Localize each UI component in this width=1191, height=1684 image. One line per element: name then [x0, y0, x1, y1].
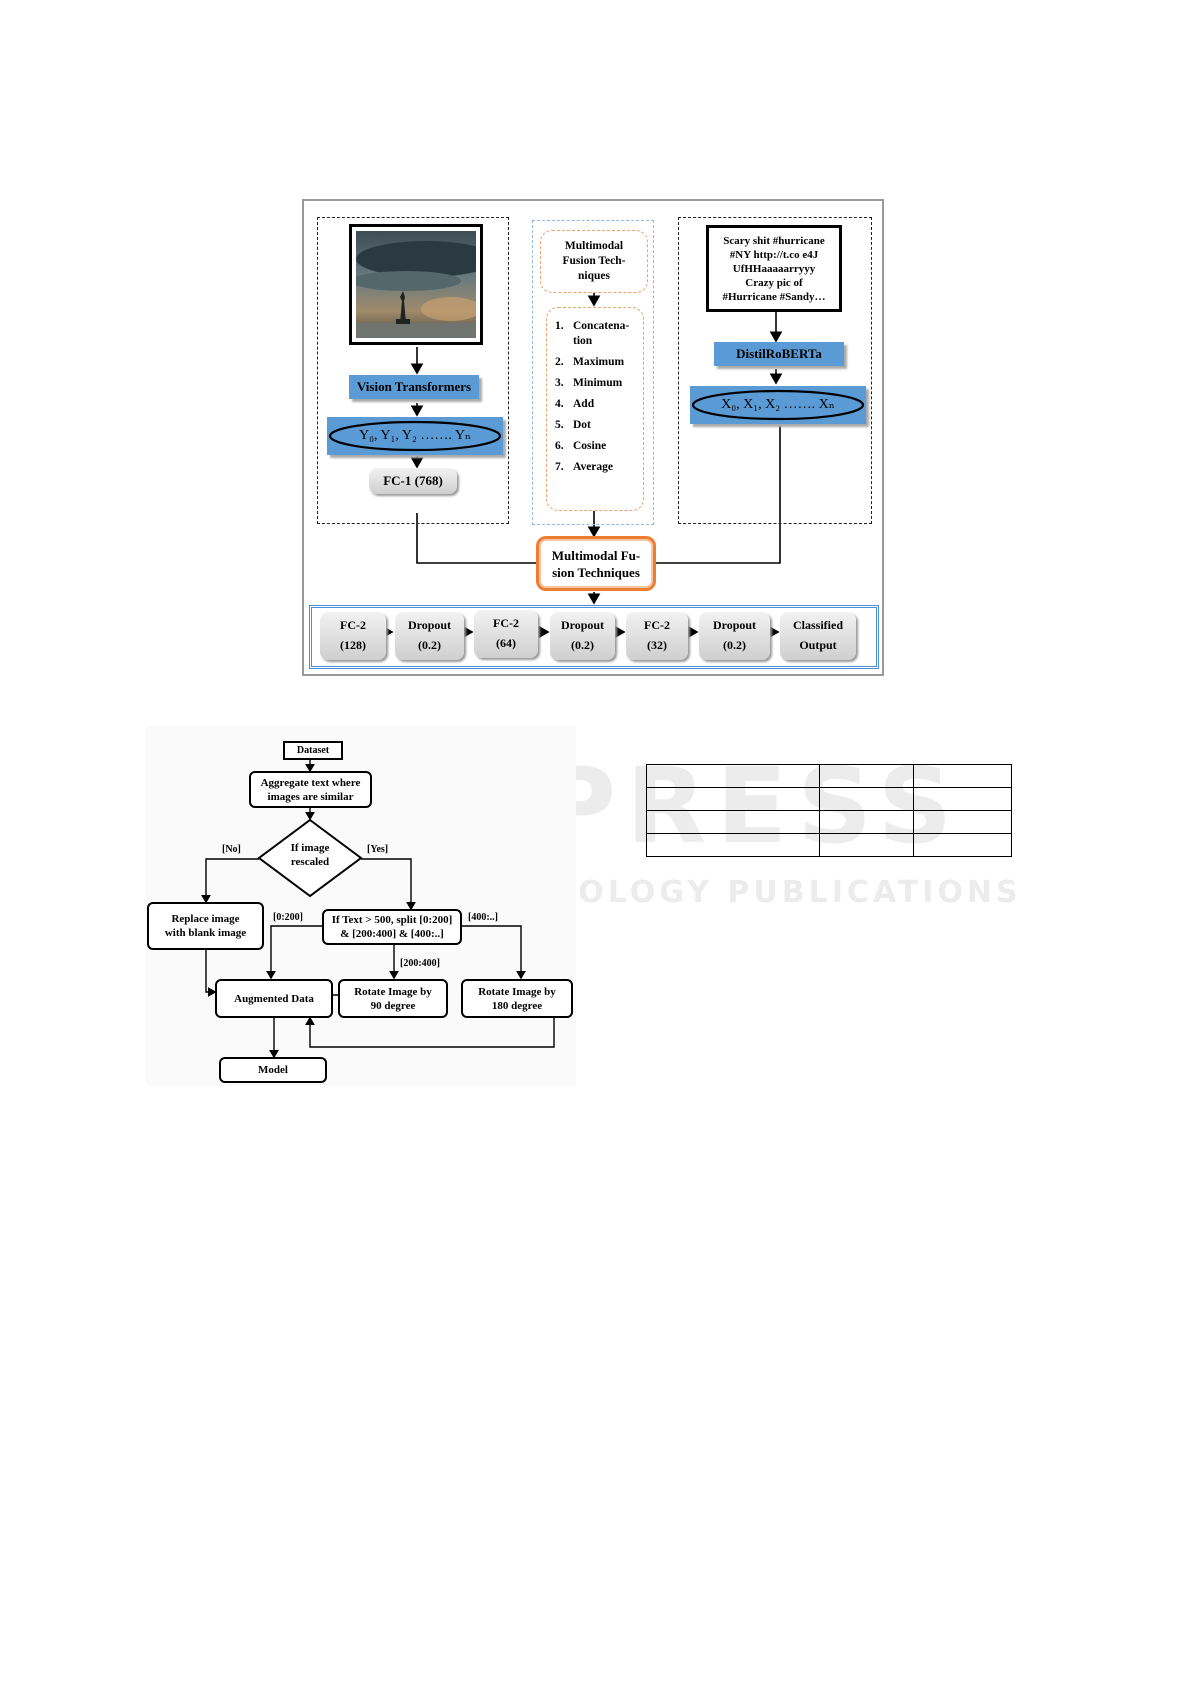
pipeline-node-line: FC-2 [320, 615, 386, 635]
pipeline-node-line: FC-2 [474, 613, 538, 633]
table-row [647, 811, 1012, 834]
node-line: 180 degree [492, 999, 542, 1013]
fc1-node: FC-1 (768) [369, 468, 457, 494]
table-cell [820, 765, 914, 788]
technique-item: 3.Minimum [555, 373, 643, 394]
tweet-line: Crazy pic of [709, 276, 839, 290]
table-cell [647, 811, 820, 834]
node-line: Replace image [171, 912, 239, 926]
node-line: Rotate Image by [354, 985, 432, 999]
node-line: & [200:400] & [400:..] [340, 927, 444, 941]
pipeline-node-line: Dropout [699, 615, 770, 635]
fusion-title-box: Multimodal Fusion Tech- niques [540, 230, 648, 293]
pipeline-fc2-32-node: FC-2 (32) [626, 612, 688, 660]
augmented-data-node: Augmented Data [215, 979, 333, 1018]
node-line: Rotate Image by [478, 985, 556, 999]
node-line: images are similar [268, 790, 354, 804]
pipeline-dropout-node: Dropout (0.2) [550, 612, 615, 660]
table-cell [820, 811, 914, 834]
tweet-line: Scary shit #hurricane [709, 234, 839, 248]
dataset-node: Dataset [283, 741, 343, 760]
fusion-title-line-3: niques [541, 269, 647, 284]
augmentation-flowchart: Dataset Aggregate text where images are … [146, 726, 576, 1086]
pipeline-node-line: (0.2) [550, 635, 615, 655]
pipeline-dropout-node: Dropout (0.2) [395, 612, 464, 660]
table-cell [820, 834, 914, 857]
storm-photo-image [356, 231, 476, 338]
image-features-label: Y₀, Y₁, Y₂ ……. Yₙ [327, 427, 503, 444]
fusion-node-line-1: Multimodal Fu- [539, 547, 653, 564]
tweet-line: #Hurricane #Sandy… [709, 290, 839, 304]
fusion-techniques-list: 1.Concatena- tion 2.Maximum 3.Minimum 4.… [546, 307, 644, 511]
aggregate-text-node: Aggregate text where images are similar [249, 771, 372, 808]
distilroberta-box: DistilRoBERTa [714, 342, 844, 366]
node-line: If Text > 500, split [0:200] [332, 913, 453, 927]
table-cell [914, 811, 1012, 834]
rotate-180-node: Rotate Image by 180 degree [461, 979, 573, 1018]
input-tweet-box: Scary shit #hurricane #NY http://t.co e4… [706, 225, 842, 312]
table-cell [914, 788, 1012, 811]
technique-item: 5.Dot [555, 415, 643, 436]
no-branch-label: [No] [222, 844, 241, 855]
technique-item: 7.Average [555, 457, 643, 478]
input-image-frame [349, 224, 483, 345]
pipeline-node-line: (0.2) [699, 635, 770, 655]
split-text-node: If Text > 500, split [0:200] & [200:400]… [322, 909, 462, 945]
model-node: Model [219, 1057, 327, 1083]
technique-item: 6.Cosine [555, 436, 643, 457]
table-cell [914, 765, 1012, 788]
multimodal-architecture-figure: Vision Transformers Y₀, Y₁, Y₂ ……. Yₙ FC… [302, 199, 884, 676]
table-cell [820, 788, 914, 811]
pipeline-node-line: (32) [626, 635, 688, 655]
node-line: Aggregate text where [261, 776, 361, 790]
pipeline-fc2-128-node: FC-2 (128) [320, 612, 386, 660]
table-row [647, 765, 1012, 788]
technique-item: 2.Maximum [555, 352, 643, 373]
pipeline-node-line: Output [780, 635, 856, 655]
replace-image-node: Replace image with blank image [147, 902, 264, 950]
yes-branch-label: [Yes] [367, 844, 388, 855]
empty-results-table [646, 764, 1012, 857]
pipeline-dropout-node: Dropout (0.2) [699, 612, 770, 660]
pipeline-fc2-64-node: FC-2 (64) [474, 610, 538, 658]
text-features-label: X₀, X₁, X₂ ……. Xₙ [690, 396, 866, 413]
range-400-label: [400:..] [468, 912, 498, 923]
fusion-node-line-2: sion Techniques [539, 564, 653, 581]
pipeline-classified-output-node: Classified Output [780, 612, 856, 660]
text-features-box: X₀, X₁, X₂ ……. Xₙ [690, 386, 866, 424]
rotate-90-node: Rotate Image by 90 degree [338, 979, 448, 1018]
table-cell [647, 788, 820, 811]
pipeline-node-line: (64) [474, 633, 538, 653]
technique-item: 4.Add [555, 394, 643, 415]
node-line: with blank image [165, 926, 246, 940]
table-cell [914, 834, 1012, 857]
pipeline-node-line: Dropout [550, 615, 615, 635]
decision-line: rescaled [270, 855, 350, 869]
image-features-box: Y₀, Y₁, Y₂ ……. Yₙ [327, 417, 503, 455]
pipeline-node-line: Dropout [395, 615, 464, 635]
decision-line: If image [270, 841, 350, 855]
fusion-title-line-1: Multimodal [541, 239, 647, 254]
pipeline-node-line: (0.2) [395, 635, 464, 655]
table-row [647, 834, 1012, 857]
fusion-title-line-2: Fusion Tech- [541, 254, 647, 269]
tweet-line: UfHHaaaaarryyy [709, 262, 839, 276]
range-0-200-label: [0:200] [273, 912, 303, 923]
range-200-400-label: [200:400] [400, 958, 440, 969]
if-image-rescaled-decision: If image rescaled [270, 841, 350, 869]
table-row [647, 788, 1012, 811]
pipeline-node-line: FC-2 [626, 615, 688, 635]
tweet-line: #NY http://t.co e4J [709, 248, 839, 262]
vision-transformers-box: Vision Transformers [349, 375, 479, 399]
node-line: 90 degree [371, 999, 416, 1013]
pipeline-node-line: Classified [780, 615, 856, 635]
multimodal-fusion-node: Multimodal Fu- sion Techniques [536, 536, 656, 591]
table-cell [647, 834, 820, 857]
pipeline-node-line: (128) [320, 635, 386, 655]
table-cell [647, 765, 820, 788]
